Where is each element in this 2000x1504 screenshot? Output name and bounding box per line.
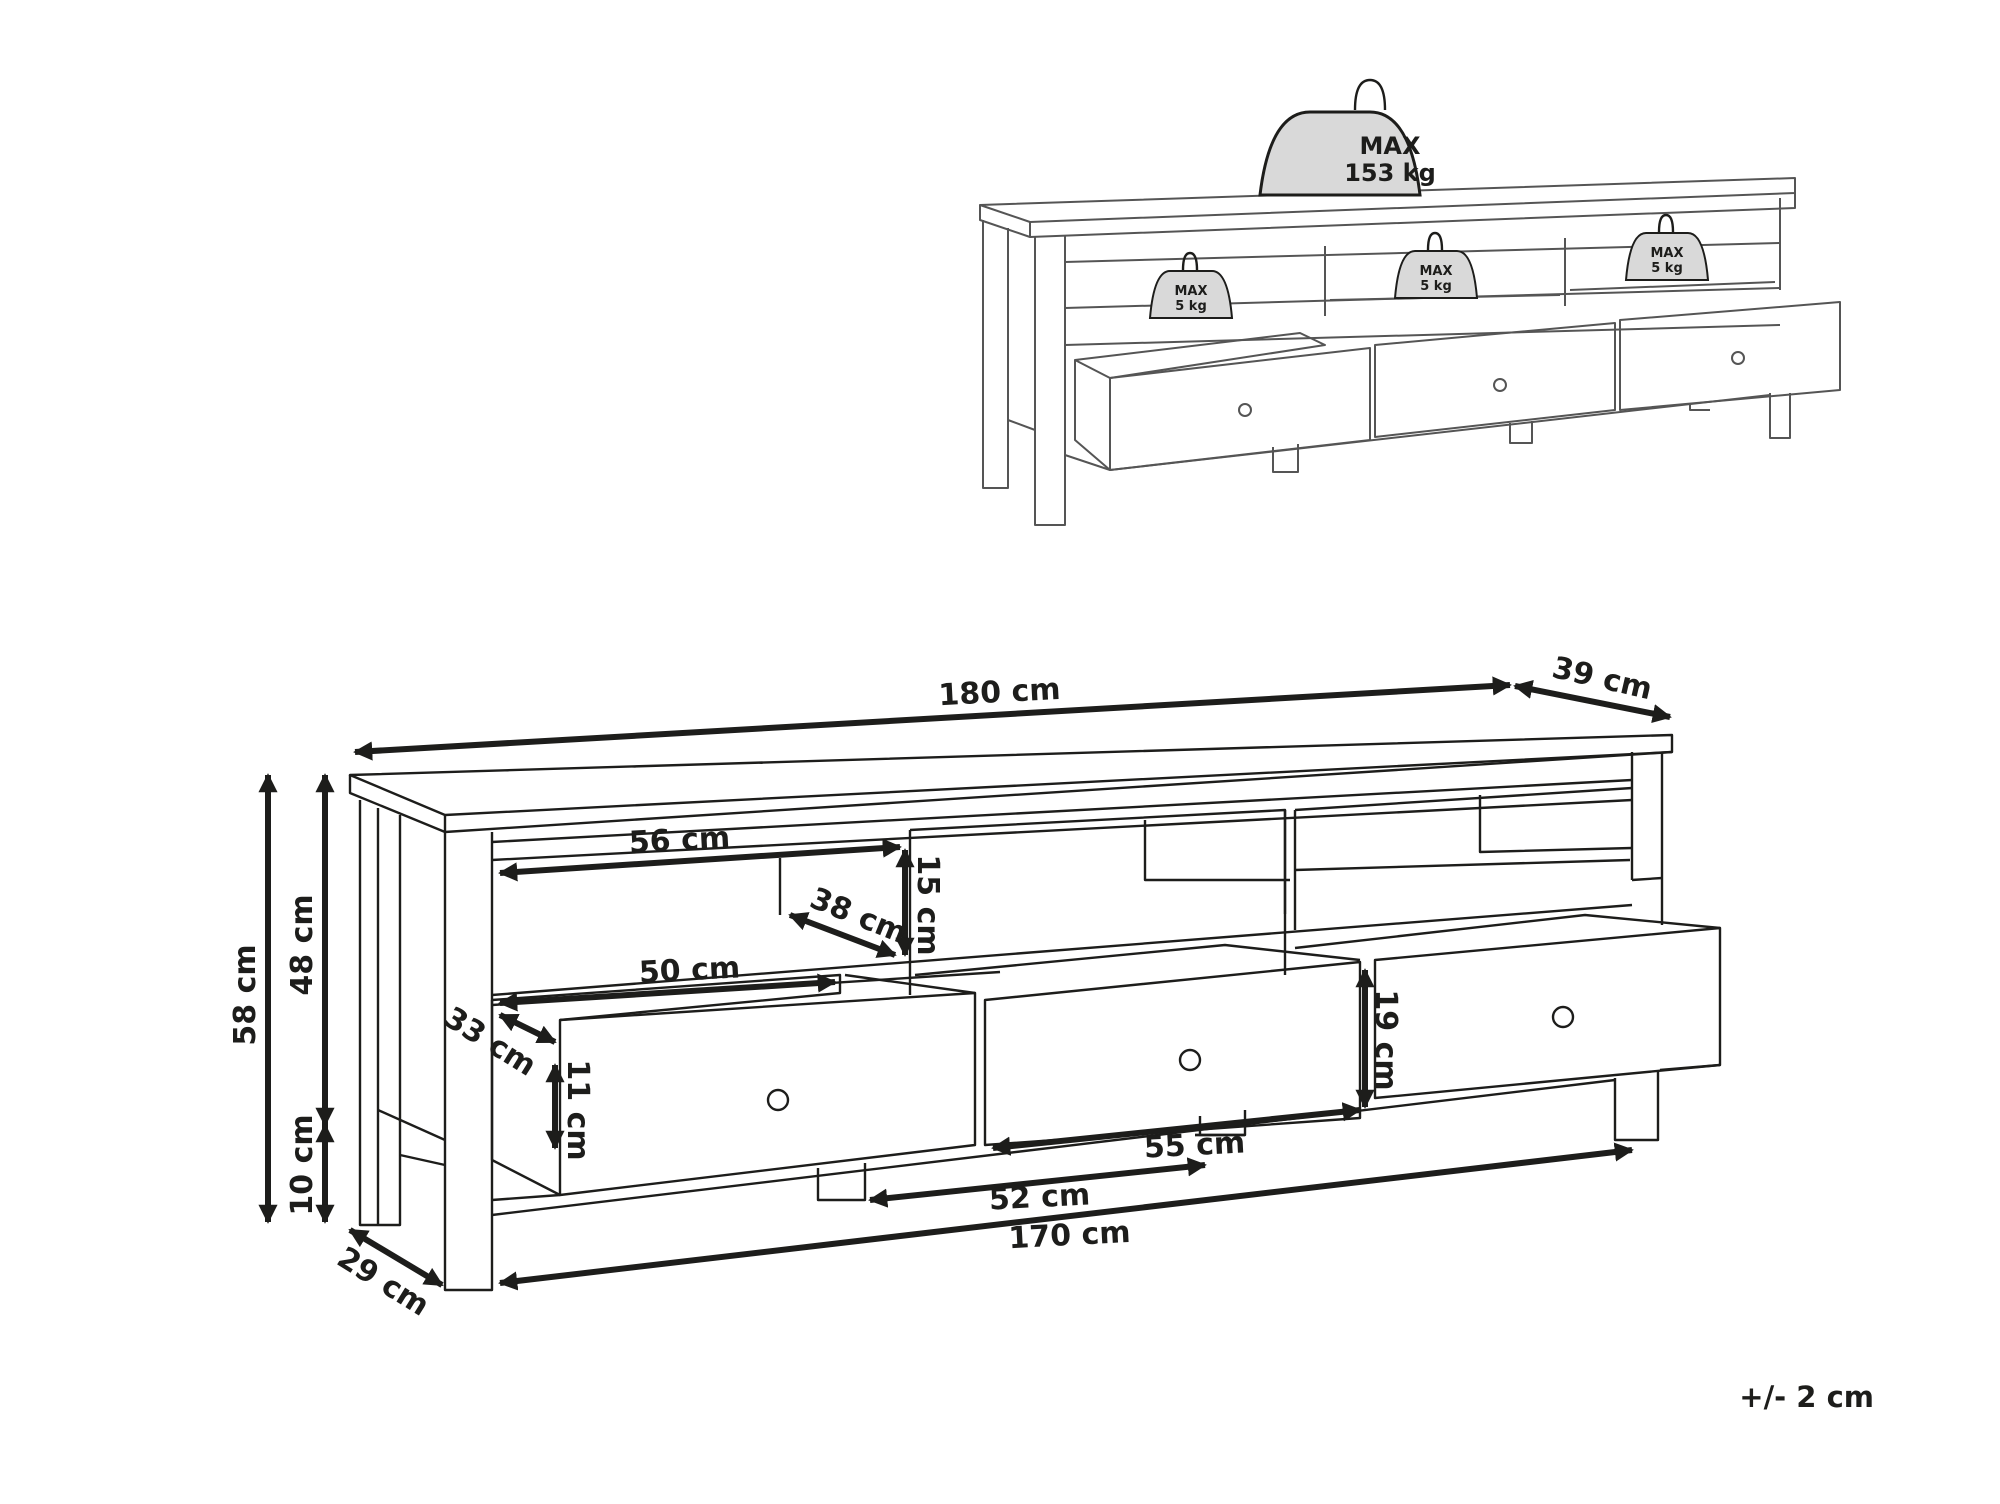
dimension-arrows (258, 676, 1672, 1291)
weight-top-max: MAX (1360, 132, 1421, 160)
dimension-labels: 180 cm 39 cm 58 cm 48 cm 10 cm 29 cm 170… (228, 650, 1655, 1323)
small-tv-stand-drawing (979, 177, 1841, 526)
dim-total-width: 180 cm (938, 672, 1062, 713)
weight-shelf2-max: MAX (1419, 264, 1452, 279)
weight-shelf3-max: MAX (1650, 246, 1683, 261)
weight-shelf1-icon: MAX 5 kg (1148, 251, 1234, 319)
dim-shelf-height: 15 cm (910, 854, 945, 955)
weight-shelf1-value: 5 kg (1175, 299, 1207, 314)
dim-drawer-inner-width: 50 cm (638, 950, 741, 990)
weight-shelf3-icon: MAX 5 kg (1624, 213, 1710, 281)
main-tv-stand-drawing (348, 733, 1722, 1292)
dim-inner-width: 170 cm (1008, 1215, 1132, 1256)
tolerance-note: +/- 2 cm (1739, 1380, 1874, 1414)
dim-leg-span: 52 cm (988, 1177, 1091, 1217)
dim-drawer-inner-depth: 33 cm (438, 1000, 542, 1083)
weight-top-icon: MAX 153 kg (1258, 78, 1436, 197)
dim-leg-height: 10 cm (285, 1114, 320, 1215)
weight-top-value: 153 kg (1344, 159, 1436, 187)
weight-shelf2-value: 5 kg (1420, 279, 1452, 294)
dim-total-height: 58 cm (228, 944, 263, 1045)
dim-body-height: 48 cm (285, 894, 320, 995)
dim-drawer-front-height: 19 cm (1368, 989, 1403, 1090)
weight-shelf2-icon: MAX 5 kg (1393, 231, 1479, 299)
dim-shelf-width: 56 cm (628, 820, 731, 860)
dim-drawer-front-width: 55 cm (1143, 1125, 1246, 1165)
dim-drawer-inner-height: 11 cm (560, 1059, 595, 1160)
weight-shelf3-value: 5 kg (1651, 261, 1683, 276)
weight-shelf1-max: MAX (1174, 284, 1207, 299)
